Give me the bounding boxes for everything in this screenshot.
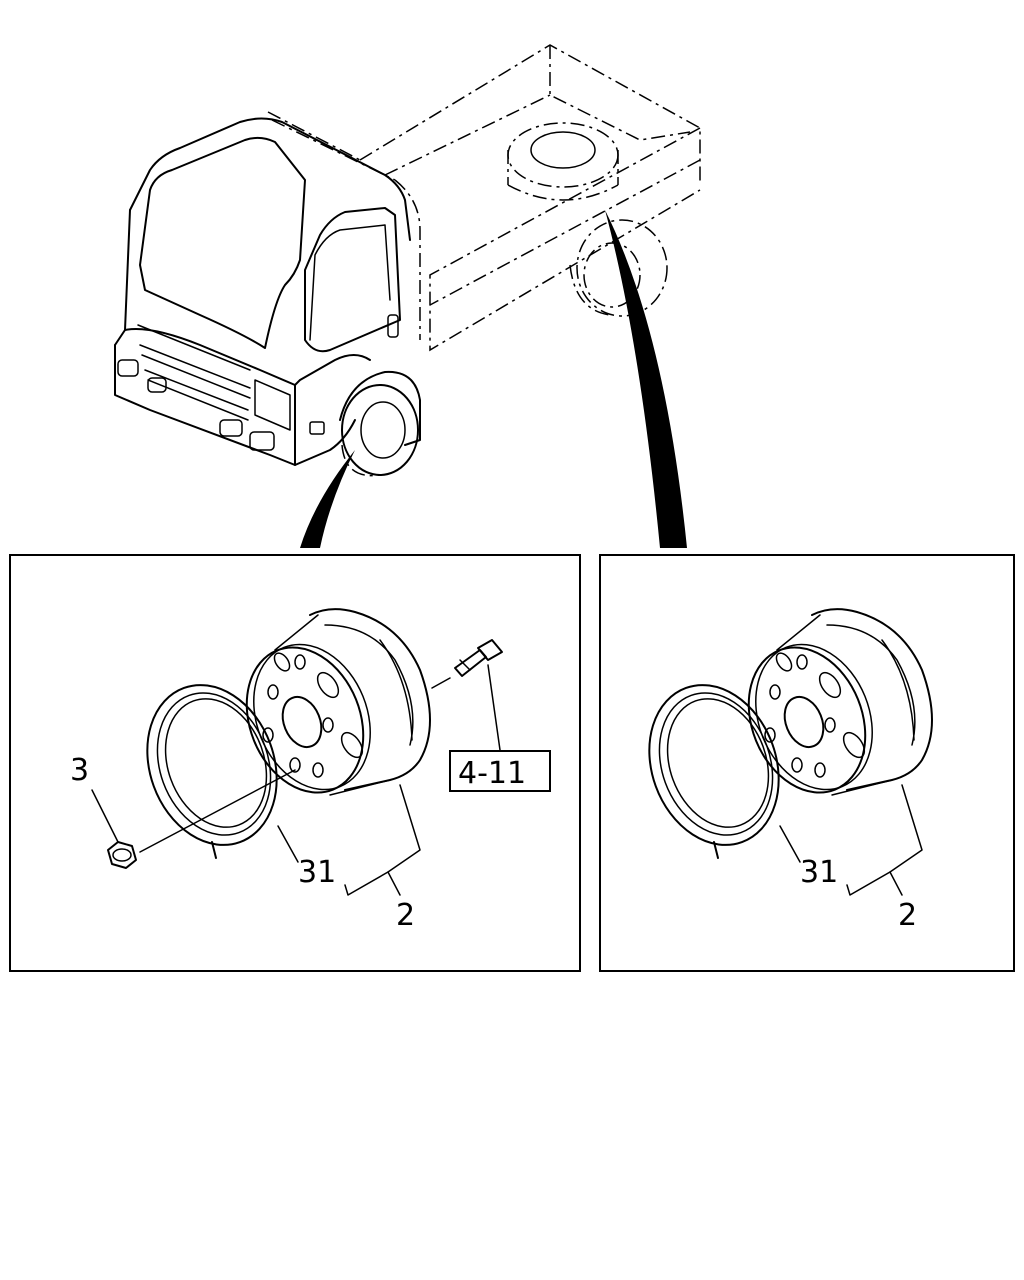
- nut-axis-line: [139, 769, 296, 853]
- truck-illustration: [114, 44, 701, 548]
- leader-wheel: [387, 784, 421, 873]
- label-ring: 31: [298, 855, 336, 890]
- left-wheel-assembly: [107, 608, 503, 869]
- leader-ring-right: [779, 825, 801, 863]
- left-detail-panel: [9, 554, 581, 972]
- wheel-stud: [454, 639, 503, 677]
- stud-axis-line: [431, 677, 451, 689]
- leader-bracket-right: [846, 871, 903, 896]
- pointer-front-wheel: [300, 450, 355, 548]
- leader-wheel-right: [889, 784, 923, 873]
- label-wheel-right: 2: [898, 898, 917, 933]
- label-wheel: 2: [396, 898, 415, 933]
- leader-nut: [91, 789, 119, 843]
- leader-bracket: [344, 871, 401, 896]
- label-ring-right: 31: [800, 855, 838, 890]
- truck-cab: [114, 117, 421, 477]
- right-wheel-assembly: [648, 608, 933, 859]
- pointer-rear-wheel: [605, 210, 687, 548]
- right-detail-panel: [599, 554, 1015, 972]
- label-reference[interactable]: 4-11: [458, 756, 526, 791]
- wheel-nut: [107, 841, 137, 869]
- leader-ring: [277, 825, 299, 863]
- label-nut: 3: [70, 753, 89, 788]
- reference-box[interactable]: [449, 750, 551, 792]
- leader-ref: [487, 664, 501, 751]
